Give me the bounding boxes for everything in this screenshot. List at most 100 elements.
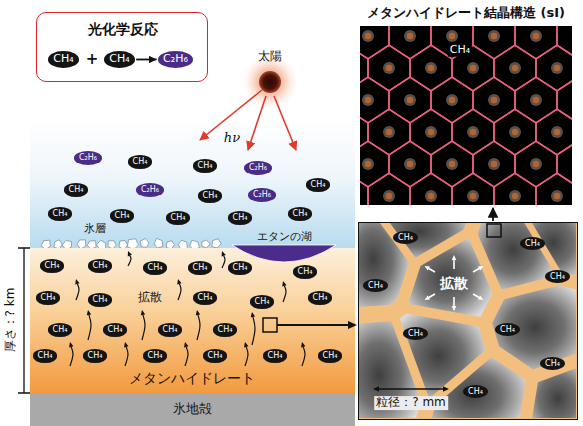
thickness-label: 厚さ：? km [4, 288, 18, 353]
molecule-formula: CH₄ [38, 351, 53, 360]
crystal-structure-panel: メタンハイドレート結晶構造 (sI)CH₄ [360, 26, 572, 205]
grain-size-arrow-head [373, 386, 379, 391]
methane-molecule: CH₄ [393, 231, 418, 244]
diffusion-arrow [252, 317, 255, 345]
molecule-formula: C₂H₆ [79, 153, 97, 162]
guest-glow [446, 30, 458, 42]
methane-molecule: CH₄ [463, 385, 488, 398]
guest-glow [404, 94, 416, 106]
diffusion-arrow-head [244, 342, 248, 347]
methane-molecule: CH₄ [48, 51, 78, 68]
methane-guest [449, 33, 455, 39]
grain-diffusion-arrow-head [478, 296, 483, 300]
methane-guest [386, 193, 392, 199]
atmosphere [30, 118, 355, 250]
methane-molecule: CH₄ [403, 327, 428, 340]
grain-diffusion-arrow [473, 294, 479, 298]
cage-edge [410, 109, 452, 155]
methane-molecule: CH₄ [308, 291, 333, 304]
molecule-formula: C₂H₆ [253, 190, 271, 199]
molecule-formula: CH₄ [525, 239, 540, 248]
methane-molecule: CH₄ [293, 265, 318, 278]
cage-edge [557, 141, 572, 187]
diffusion-arrow [222, 256, 225, 268]
methane-guest [428, 65, 434, 71]
guest-glow [551, 62, 563, 74]
guest-glow [383, 190, 395, 202]
hydrate-grain [377, 223, 471, 258]
molecule-formula: CH₄ [398, 233, 413, 242]
methane-guest [407, 97, 413, 103]
methane-guest [470, 65, 476, 71]
methane-molecule: CH₄ [198, 189, 223, 202]
guest-glow [383, 126, 395, 138]
reaction-box: CH₄CH₄C₂H₆光化学反応 [36, 12, 208, 82]
molecule-formula: CH₄ [93, 295, 108, 304]
methane-guest [554, 129, 560, 135]
methane-molecule: CH₄ [158, 323, 183, 336]
guest-glow [509, 62, 521, 74]
guest-glow [509, 190, 521, 202]
molecule-formula: CH₄ [311, 180, 326, 189]
diffusion-arrow [142, 315, 145, 340]
diffusion-arrow [125, 347, 128, 366]
guest-glow [404, 30, 416, 42]
methane-guest [365, 161, 371, 167]
guest-glow [467, 126, 479, 138]
ethane-molecule: C₂H₆ [244, 161, 272, 174]
node-text: メタンハイドレート [129, 370, 255, 386]
zoom-square [263, 318, 277, 332]
cage-edge [473, 77, 515, 123]
cage-edge [410, 45, 452, 91]
cage-edge [360, 111, 368, 153]
diffusion-arrow [185, 347, 188, 366]
guest-glow [467, 190, 479, 202]
molecule-formula: CH₄ [233, 213, 248, 222]
cage-edge [368, 173, 410, 205]
methane-molecule: CH₄ [363, 279, 388, 292]
sunlight-ray [274, 96, 296, 150]
sun: 太陽 [259, 71, 281, 93]
hydrate-grain [492, 285, 576, 369]
molecule-formula: CH₄ [293, 209, 308, 218]
node-subtext: CH₄ [448, 44, 472, 57]
grain-diffusion-arrow [429, 294, 435, 298]
molecule-formula: CH₄ [53, 53, 73, 66]
grain-diffusion-arrow [429, 269, 435, 273]
methane-molecule: CH₄ [213, 323, 238, 336]
diffusion-arrow [197, 315, 200, 340]
grain-diffusion-arrow-head [425, 296, 430, 300]
methane-molecule: CH₄ [166, 211, 191, 224]
molecule-formula: CH₄ [203, 191, 218, 200]
methane-guest [491, 161, 497, 167]
molecule-formula: CH₄ [198, 161, 213, 170]
methane-guest [512, 129, 518, 135]
ice-chunk [140, 239, 149, 248]
molecule-formula: CH₄ [53, 325, 68, 334]
methane-guest [428, 129, 434, 135]
methane-molecule: CH₄ [88, 259, 113, 272]
methane-guest [428, 193, 434, 199]
molecule-formula: CH₄ [208, 351, 223, 360]
ethane-molecule: C₂H₆ [136, 183, 164, 196]
diffusion-arrow-head [87, 310, 91, 315]
methane-guest [491, 97, 497, 103]
molecule-formula: CH₄ [468, 387, 483, 396]
hydrate-grain [529, 362, 576, 418]
methane-molecule: CH₄ [103, 323, 128, 336]
molecule-formula: CH₄ [545, 359, 560, 368]
molecule-formula: CH₄ [268, 351, 283, 360]
methane-molecule: CH₄ [495, 323, 520, 336]
methane-molecule: CH₄ [36, 291, 61, 304]
molecule-formula: CH₄ [163, 325, 178, 334]
ethane-molecule: C₂H₆ [158, 51, 193, 68]
methane-guest [386, 129, 392, 135]
guest-glow [362, 158, 374, 170]
methane-molecule: CH₄ [128, 155, 153, 168]
guest-glow [446, 94, 458, 106]
diffusion-arrow-head [282, 281, 286, 286]
guest-glow [362, 94, 374, 106]
methane-molecule: CH₄ [545, 270, 570, 283]
molecule-formula: CH₄ [298, 267, 313, 276]
guest-glow [383, 62, 395, 74]
